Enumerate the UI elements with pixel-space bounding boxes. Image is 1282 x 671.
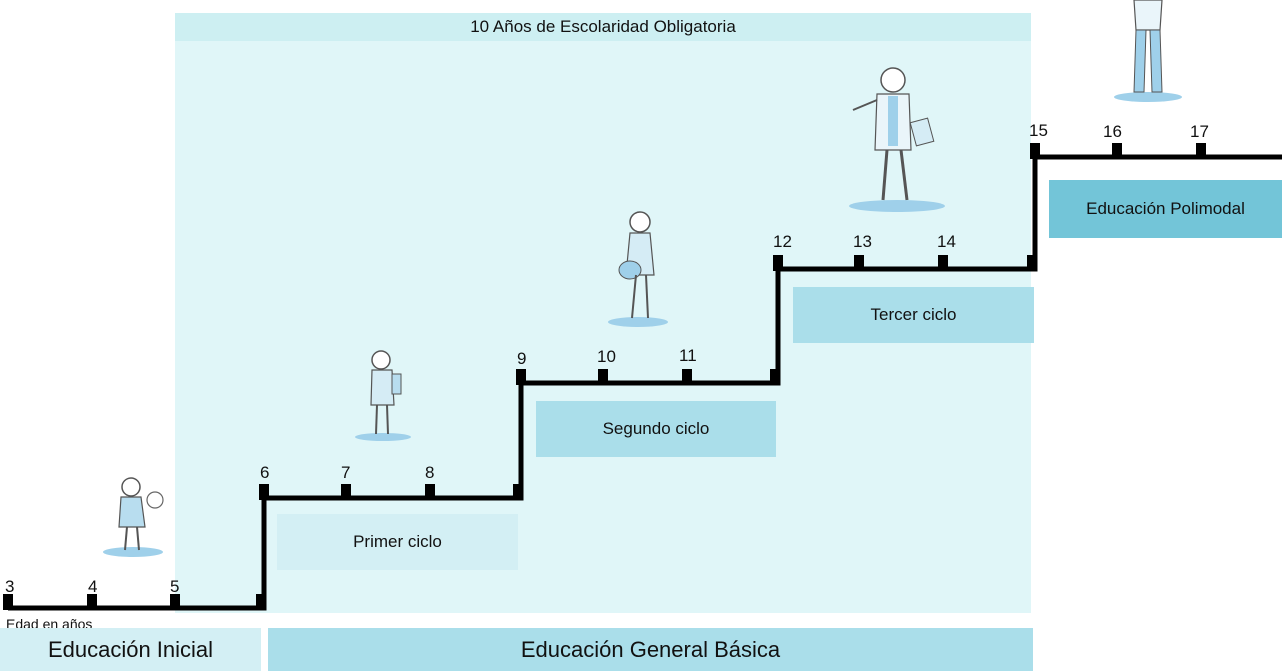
age-label: 13 [853, 232, 872, 251]
age-tick [598, 369, 608, 385]
age-label: 11 [679, 346, 697, 365]
level-inicial-box: Educación Inicial [0, 628, 261, 671]
cycle-tercer-box: Tercer ciclo [793, 287, 1034, 343]
age-ticks [3, 143, 1206, 610]
age-tick [425, 484, 435, 500]
cycle-primer-box: Primer ciclo [277, 514, 518, 570]
age-tick [770, 369, 780, 385]
age-tick [259, 484, 269, 500]
age-label: 9 [517, 349, 527, 368]
age-tick [773, 255, 783, 271]
age-tick [170, 594, 180, 610]
age-tick [256, 594, 266, 610]
age-tick [854, 255, 864, 271]
age-tick [938, 255, 948, 271]
cycle-segundo-box: Segundo ciclo [536, 401, 776, 457]
age-tick [1112, 143, 1122, 159]
age-tick [1030, 143, 1040, 159]
age-tick [516, 369, 526, 385]
teen-icon [1114, 0, 1182, 102]
age-tick [1027, 255, 1037, 271]
age-label: 10 [597, 347, 616, 366]
child-icon [355, 350, 411, 441]
age-tick [682, 369, 692, 385]
age-label: 16 [1103, 122, 1122, 141]
age-label: 17 [1190, 122, 1209, 141]
age-label: 3 [5, 577, 15, 596]
age-label: 5 [170, 577, 180, 596]
age-label: 8 [425, 463, 435, 482]
age-label: 15 [1029, 121, 1048, 140]
level-polimodal-box: Educación Polimodal [1049, 180, 1282, 238]
age-label: 14 [937, 232, 956, 251]
age-label: 6 [260, 463, 270, 482]
level-egb-box: Educación General Básica [268, 628, 1033, 671]
age-tick [513, 484, 523, 500]
age-tick [3, 594, 13, 610]
age-tick [87, 594, 97, 610]
age-tick [1196, 143, 1206, 159]
child-icon [608, 211, 668, 327]
child-icon [103, 477, 164, 557]
age-label: 4 [88, 577, 98, 596]
teen-icon [849, 67, 945, 212]
age-tick [341, 484, 351, 500]
compulsory-schooling-title: 10 Años de Escolaridad Obligatoria [175, 13, 1031, 41]
age-label: 12 [773, 232, 792, 251]
age-label: 7 [341, 463, 351, 482]
